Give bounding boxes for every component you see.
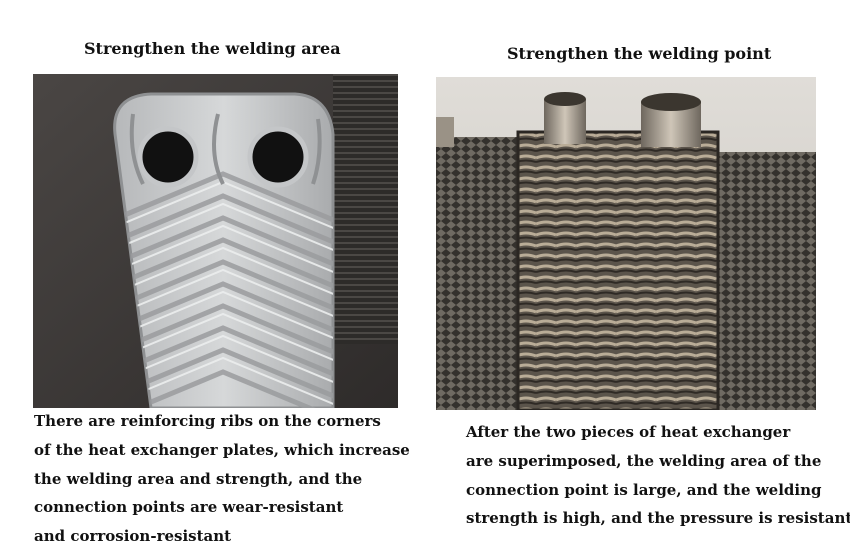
right-panel-title: Strengthen the welding point [507, 44, 772, 63]
description-line: and corrosion-resistant [34, 527, 232, 546]
description-line: strength is high, and the pressure is re… [466, 509, 850, 528]
left-panel-description: There are reinforcing ribs on the corner… [34, 407, 410, 551]
description-line: After the two pieces of heat exchanger [466, 423, 791, 441]
description-line: connection point is large, and the weldi… [466, 480, 822, 499]
plate-corner-illustration [33, 74, 398, 408]
description-line: connection points are wear-resistant [34, 498, 344, 517]
plate-corner-photo [33, 74, 398, 408]
description-line: There are reinforcing ribs on the corner… [34, 412, 381, 430]
description-line: the welding area and strength, and the [34, 469, 363, 488]
description-line: of the heat exchanger plates, which incr… [34, 440, 410, 459]
right-panel-description: After the two pieces of heat exchanger a… [466, 418, 850, 533]
welding-point-photo [436, 77, 816, 410]
left-panel-title: Strengthen the welding area [84, 39, 341, 58]
welding-point-illustration [436, 77, 816, 410]
description-line: are superimposed, the welding area of th… [466, 451, 822, 470]
